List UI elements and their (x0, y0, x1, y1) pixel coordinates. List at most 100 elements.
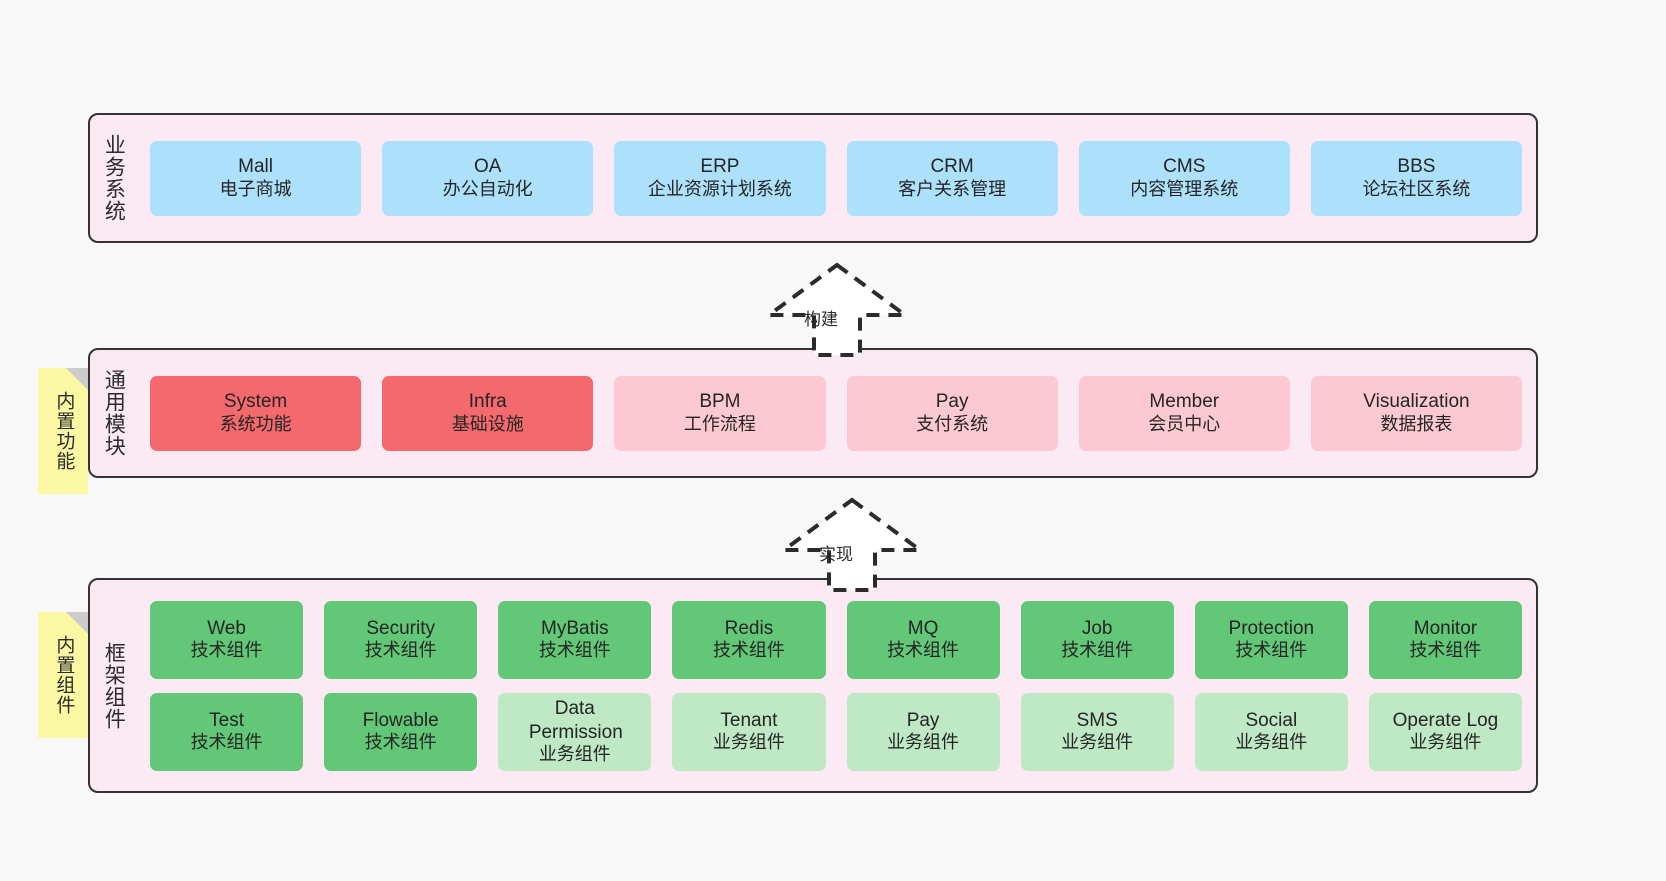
card-title: Data Permission (528, 698, 623, 743)
card-data-permission[interactable]: Data Permission 业务组件 (498, 692, 652, 771)
card-title: MQ (907, 617, 939, 639)
card-erp[interactable]: ERP 企业资源计划系统 (614, 140, 826, 216)
card-row: Test 技术组件 Flowable 技术组件 Data Permission … (150, 692, 1522, 771)
card-subtitle: 数据报表 (1380, 413, 1453, 434)
card-subtitle: 技术组件 (364, 640, 437, 661)
card-subtitle: 系统功能 (219, 413, 292, 434)
card-subtitle: 技术组件 (1409, 640, 1482, 661)
card-title: Pay (906, 709, 940, 731)
card-infra[interactable]: Infra 基础设施 (382, 375, 594, 451)
card-title: Mall (238, 156, 273, 178)
card-subtitle: 会员中心 (1148, 413, 1221, 434)
generalization-arrow-icon (762, 262, 912, 357)
layer-common-module: 通用模块 System 系统功能 Infra 基础设施 BPM 工作流程 Pay… (88, 348, 1538, 478)
layer-body-common-module: System 系统功能 Infra 基础设施 BPM 工作流程 Pay 支付系统… (136, 350, 1536, 476)
note-builtin-function: 内置功能 (38, 368, 88, 494)
card-mall[interactable]: Mall 电子商城 (150, 140, 362, 216)
layer-body-framework-component: Web 技术组件 Security 技术组件 MyBatis 技术组件 Redi… (136, 580, 1536, 791)
card-social[interactable]: Social 业务组件 (1194, 692, 1348, 771)
card-title: CMS (1163, 156, 1206, 178)
card-row: Mall 电子商城 OA 办公自动化 ERP 企业资源计划系统 CRM 客户关系… (150, 140, 1523, 216)
card-bpm[interactable]: BPM 工作流程 (614, 375, 826, 451)
card-flowable[interactable]: Flowable 技术组件 (324, 692, 478, 771)
card-oa[interactable]: OA 办公自动化 (382, 140, 594, 216)
card-title: Job (1081, 617, 1113, 639)
card-member[interactable]: Member 会员中心 (1078, 375, 1290, 451)
card-mybatis[interactable]: MyBatis 技术组件 (498, 600, 652, 679)
card-cms[interactable]: CMS 内容管理系统 (1078, 140, 1290, 216)
card-tenant[interactable]: Tenant 业务组件 (672, 692, 826, 771)
layer-body-business-system: Mall 电子商城 OA 办公自动化 ERP 企业资源计划系统 CRM 客户关系… (136, 115, 1536, 241)
card-subtitle: 客户关系管理 (898, 178, 1007, 199)
card-subtitle: 办公自动化 (442, 178, 533, 199)
layer-title-business-system: 业务系统 (102, 134, 126, 222)
note-label: 内置功能 (53, 391, 75, 471)
card-redis[interactable]: Redis 技术组件 (672, 600, 826, 679)
card-title: CRM (930, 156, 974, 178)
card-subtitle: 内容管理系统 (1130, 178, 1239, 199)
card-subtitle: 技术组件 (887, 640, 960, 661)
card-row: System 系统功能 Infra 基础设施 BPM 工作流程 Pay 支付系统… (150, 375, 1523, 451)
page-fold-icon (66, 368, 88, 390)
card-mq[interactable]: MQ 技术组件 (846, 600, 1000, 679)
card-title: Monitor (1413, 617, 1478, 639)
connector-build-label: 构建 (804, 310, 838, 329)
card-title: Operate Log (1392, 709, 1499, 731)
card-subtitle: 业务组件 (538, 743, 611, 764)
card-protection[interactable]: Protection 技术组件 (1194, 600, 1348, 679)
note-builtin-component: 内置组件 (38, 612, 88, 738)
card-subtitle: 技术组件 (190, 640, 263, 661)
card-title: Protection (1228, 617, 1315, 639)
layer-title-framework-component: 框架组件 (102, 641, 126, 730)
card-web[interactable]: Web 技术组件 (150, 600, 304, 679)
card-subtitle: 技术组件 (364, 732, 437, 753)
note-label: 内置组件 (53, 635, 75, 715)
card-security[interactable]: Security 技术组件 (324, 600, 478, 679)
page-fold-icon (66, 612, 88, 634)
card-title: System (223, 391, 288, 413)
card-subtitle: 技术组件 (1061, 640, 1134, 661)
layer-title-common-module: 通用模块 (102, 369, 126, 457)
card-title: Social (1245, 709, 1298, 731)
card-title: Infra (468, 391, 507, 413)
card-crm[interactable]: CRM 客户关系管理 (846, 140, 1058, 216)
card-title: Flowable (362, 709, 439, 731)
card-title: BBS (1397, 156, 1436, 178)
card-monitor[interactable]: Monitor 技术组件 (1368, 600, 1522, 679)
connector-build: 构建 (742, 255, 932, 360)
card-title: Pay (935, 391, 969, 413)
card-title: MyBatis (541, 617, 609, 639)
card-system[interactable]: System 系统功能 (150, 375, 362, 451)
card-subtitle: 技术组件 (712, 640, 785, 661)
card-title: SMS (1076, 709, 1118, 731)
card-subtitle: 基础设施 (451, 413, 524, 434)
layer-framework-component: 框架组件 Web 技术组件 Security 技术组件 MyBatis 技术组件… (88, 578, 1538, 793)
card-title: Web (207, 617, 246, 639)
card-sms[interactable]: SMS 业务组件 (1020, 692, 1174, 771)
card-subtitle: 业务组件 (712, 732, 785, 753)
card-job[interactable]: Job 技术组件 (1020, 600, 1174, 679)
connector-implement-label: 实现 (819, 545, 853, 564)
card-subtitle: 业务组件 (887, 732, 960, 753)
card-subtitle: 技术组件 (538, 640, 611, 661)
card-operate-log[interactable]: Operate Log 业务组件 (1368, 692, 1522, 771)
card-subtitle: 工作流程 (683, 413, 756, 434)
card-title: OA (474, 156, 502, 178)
card-test[interactable]: Test 技术组件 (150, 692, 304, 771)
card-subtitle: 业务组件 (1235, 732, 1308, 753)
card-subtitle: 支付系统 (916, 413, 989, 434)
card-subtitle: 技术组件 (190, 732, 263, 753)
card-subtitle: 业务组件 (1061, 732, 1134, 753)
card-row: Web 技术组件 Security 技术组件 MyBatis 技术组件 Redi… (150, 600, 1522, 679)
card-pay-business[interactable]: Pay 业务组件 (846, 692, 1000, 771)
card-subtitle: 业务组件 (1409, 732, 1482, 753)
card-subtitle: 电子商城 (219, 178, 292, 199)
card-subtitle: 技术组件 (1235, 640, 1308, 661)
connector-implement: 实现 (757, 490, 947, 595)
card-visualization[interactable]: Visualization 数据报表 (1310, 375, 1523, 451)
card-bbs[interactable]: BBS 论坛社区系统 (1310, 140, 1523, 216)
card-subtitle: 论坛社区系统 (1362, 178, 1471, 199)
card-title: Visualization (1363, 391, 1470, 413)
card-pay[interactable]: Pay 支付系统 (846, 375, 1058, 451)
